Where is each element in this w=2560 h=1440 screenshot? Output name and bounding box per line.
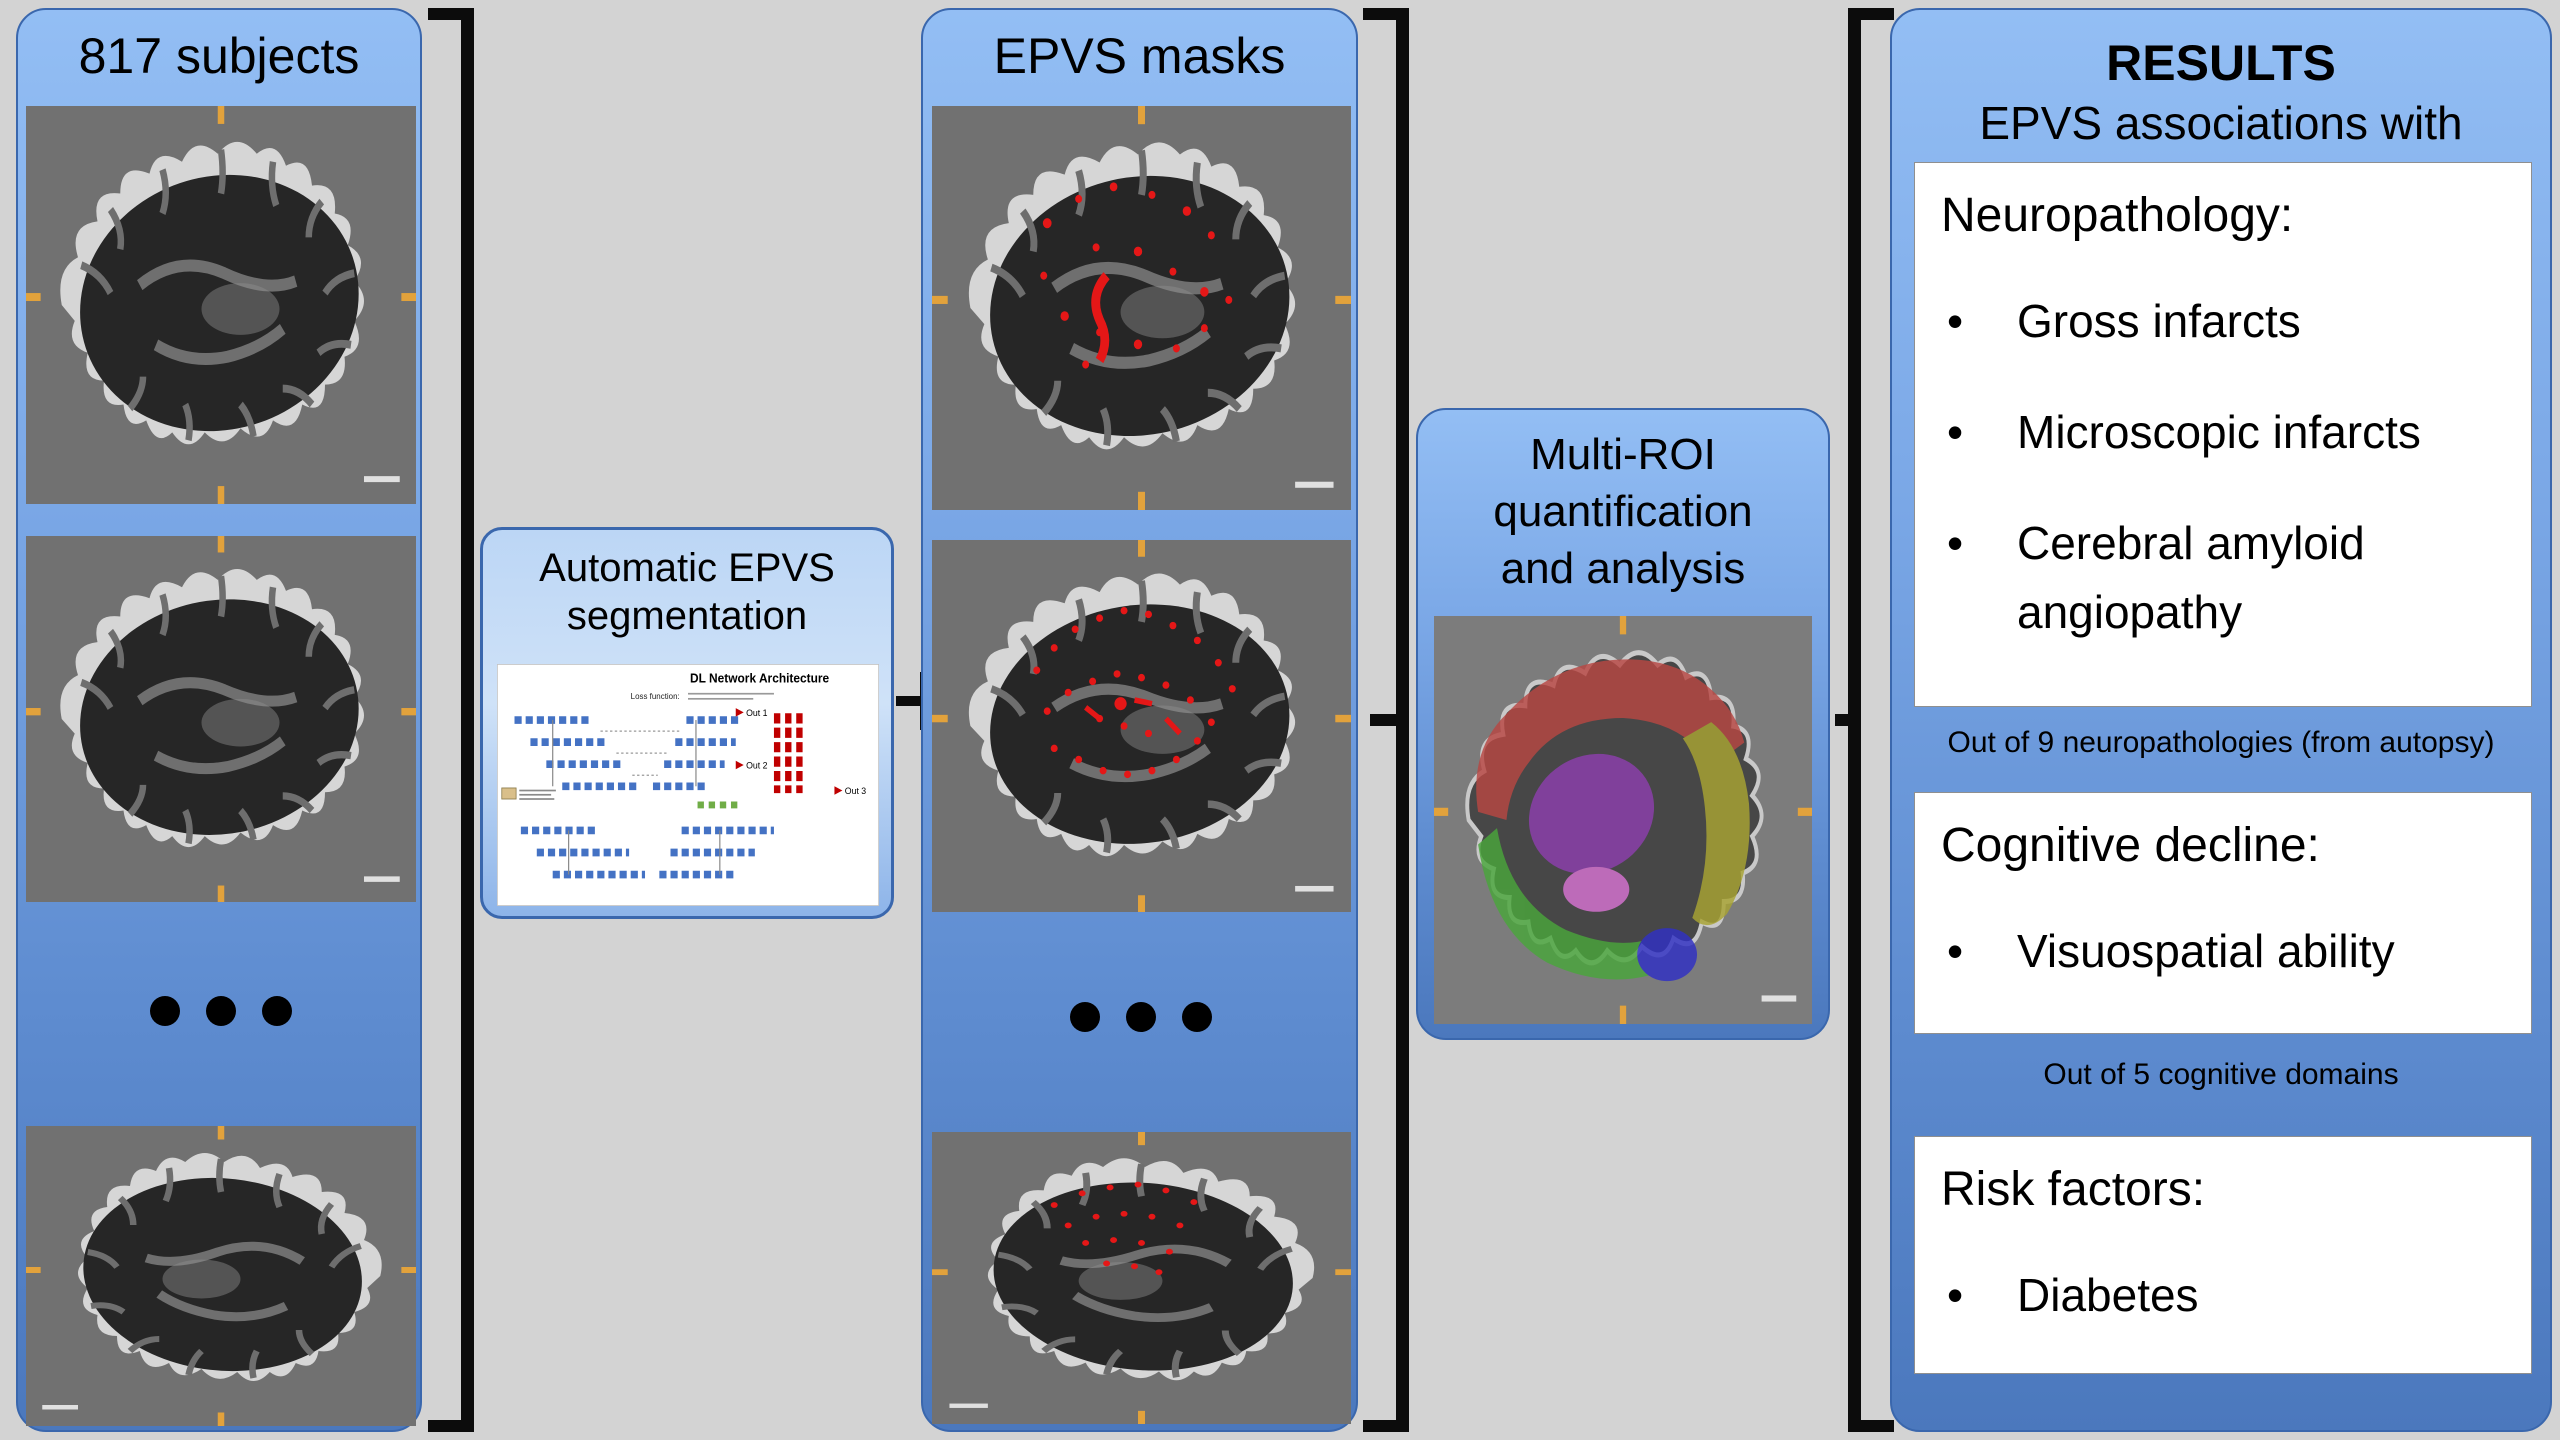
closing-bracket-icon — [428, 8, 474, 1432]
results-subtitle: EPVS associations with — [1979, 96, 2463, 149]
cognitive-box: Cognitive decline: Visuospatial ability — [1914, 792, 2532, 1034]
multi-roi-title-line3: and analysis — [1500, 544, 1746, 594]
dot-icon — [206, 996, 236, 1026]
segmentation-title-line1: Automatic EPVS — [539, 546, 835, 590]
bullet-text: Cerebral amyloid angiopathy — [2017, 516, 2365, 638]
epvs-masks-title: EPVS masks — [993, 28, 1286, 84]
bullet-dot — [1941, 398, 2017, 467]
architecture-title: DL Network Architecture — [690, 671, 829, 685]
out3-label: Out 3 — [845, 786, 866, 796]
bullet-text: Gross infarcts — [2017, 294, 2301, 347]
dot-icon — [262, 996, 292, 1026]
multi-roi-title-line2: quantification — [1493, 487, 1753, 537]
risk-factors-box: Risk factors: Diabetes — [1914, 1136, 2532, 1374]
bullet-item: Microscopic infarcts — [1941, 398, 2505, 467]
bullet-dot — [1941, 1261, 2017, 1330]
dot-icon — [150, 996, 180, 1026]
brain-mri-image — [26, 536, 416, 902]
closing-bracket-icon — [1363, 8, 1409, 1432]
dot-icon — [1182, 1002, 1212, 1032]
cognitive-heading: Cognitive decline: — [1941, 819, 2320, 872]
neuropathology-box: Neuropathology: Gross infarcts Microscop… — [1914, 162, 2532, 707]
neuropathology-heading: Neuropathology: — [1941, 189, 2294, 242]
results-header: RESULTS EPVS associations with — [1892, 10, 2550, 152]
ellipsis-dots — [1070, 1002, 1212, 1032]
cognitive-caption: Out of 5 cognitive domains — [2043, 1058, 2399, 1091]
neuropathology-caption: Out of 9 neuropathologies (from autopsy) — [1947, 726, 2495, 759]
bullet-text: Microscopic infarcts — [2017, 405, 2421, 458]
loss-function-label: Loss function: — [631, 692, 680, 701]
bullet-item: Visuospatial ability — [1941, 917, 2505, 986]
bullet-dot — [1941, 917, 2017, 986]
segmentation-box: Automatic EPVS segmentation DL Network A… — [480, 527, 894, 919]
multi-roi-title-line1: Multi-ROI — [1530, 430, 1716, 479]
out2-label: Out 2 — [746, 760, 767, 770]
segmentation-box-title: Automatic EPVS segmentation — [483, 530, 891, 640]
results-panel: RESULTS EPVS associations with Neuropath… — [1890, 8, 2552, 1432]
multi-roi-title: Multi-ROI quantification and analysis — [1418, 410, 1828, 598]
bullet-dot — [1941, 287, 2017, 356]
brain-mri-image — [26, 106, 416, 504]
subjects-panel-title: 817 subjects — [78, 28, 360, 84]
dot-icon — [1070, 1002, 1100, 1032]
epvs-mask-image — [932, 540, 1351, 912]
bullet-text: Diabetes — [2017, 1268, 2199, 1321]
ellipsis-dots — [150, 996, 292, 1026]
results-title: RESULTS — [2106, 35, 2336, 91]
epvs-masks-panel: EPVS masks — [921, 8, 1358, 1432]
bullet-dot — [1941, 509, 2017, 647]
opening-bracket-icon — [1835, 8, 1894, 1432]
dot-icon — [1126, 1002, 1156, 1032]
bullet-item: Diabetes — [1941, 1261, 2505, 1330]
epvs-mask-image — [932, 106, 1351, 510]
segmentation-title-line2: segmentation — [566, 594, 808, 638]
brain-mri-image — [26, 1126, 416, 1426]
roi-segmentation-image — [1434, 616, 1812, 1024]
bullet-text: Visuospatial ability — [2017, 924, 2395, 977]
multi-roi-panel: Multi-ROI quantification and analysis — [1416, 408, 1830, 1040]
network-architecture-image: DL Network Architecture Loss function: — [497, 664, 879, 906]
subjects-panel: 817 subjects — [16, 8, 422, 1432]
epvs-mask-image — [932, 1132, 1351, 1424]
out1-label: Out 1 — [746, 708, 767, 718]
bullet-item: Cerebral amyloid angiopathy — [1941, 509, 2505, 647]
risk-factors-heading: Risk factors: — [1941, 1163, 2206, 1216]
bullet-item: Gross infarcts — [1941, 287, 2505, 356]
